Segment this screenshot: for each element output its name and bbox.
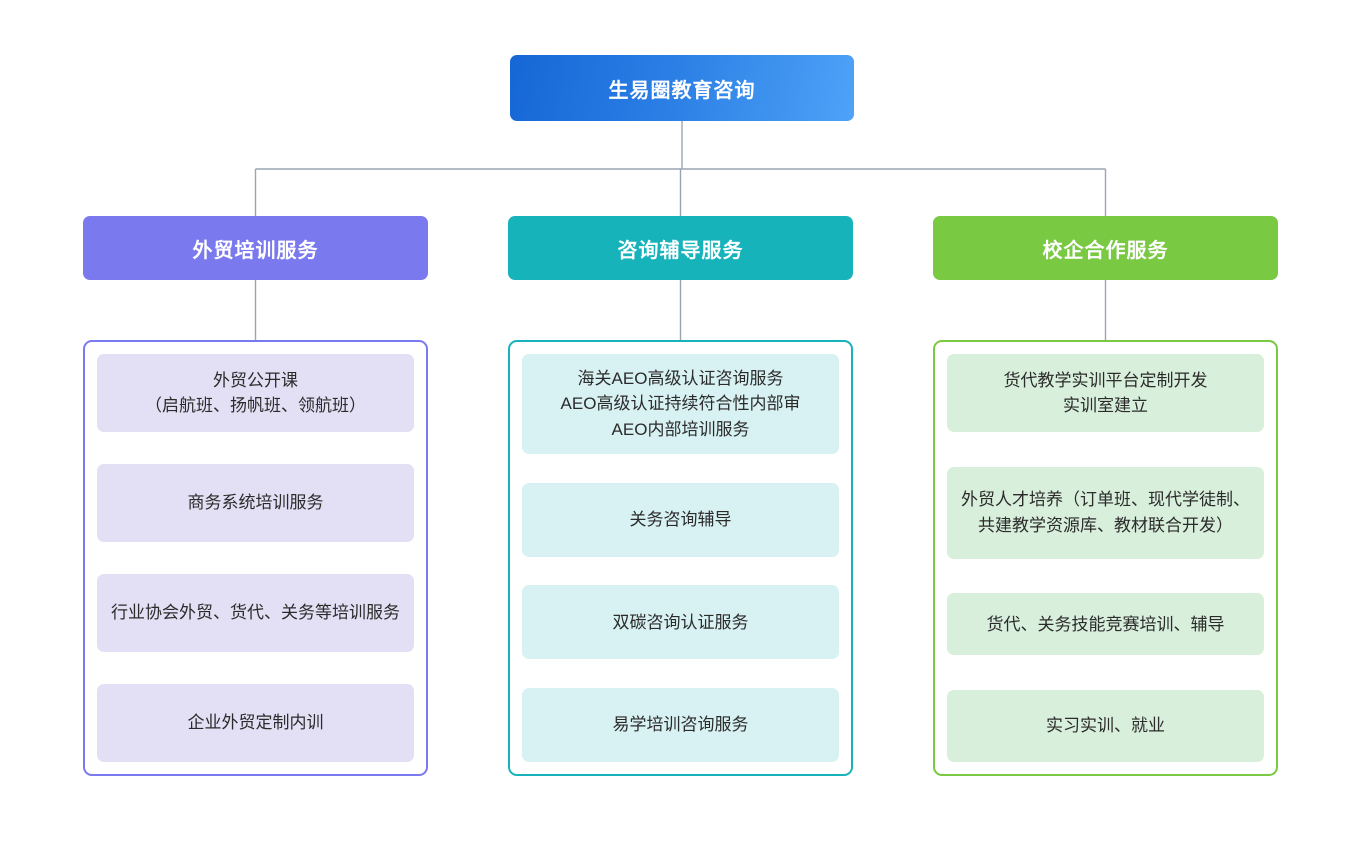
leaf-card[interactable]: 易学培训咨询服务 [522,687,839,762]
leaf-card[interactable]: 商务系统培训服务 [97,464,414,542]
leaf-card[interactable]: 企业外贸定制内训 [97,684,414,762]
branch-box-zixun-fudao: 海关AEO高级认证咨询服务 AEO高级认证持续符合性内部审 AEO内部培训服务 … [508,340,853,776]
leaf-card[interactable]: 实习实训、就业 [947,689,1264,762]
branch-box-xiaoqi-hezuo: 货代教学实训平台定制开发 实训室建立 外贸人才培养（订单班、现代学徒制、共建教学… [933,340,1278,776]
branch-header-zixun-fudao[interactable]: 咨询辅导服务 [508,216,853,280]
branch-header-waimao-peixun[interactable]: 外贸培训服务 [83,216,428,280]
leaf-card[interactable]: 外贸公开课 （启航班、扬帆班、领航班） [97,354,414,432]
leaf-card[interactable]: 货代教学实训平台定制开发 实训室建立 [947,354,1264,432]
branch-header-xiaoqi-hezuo[interactable]: 校企合作服务 [933,216,1278,280]
root-node[interactable]: 生易圈教育咨询 [510,55,854,121]
leaf-card[interactable]: 双碳咨询认证服务 [522,585,839,660]
leaf-card[interactable]: 货代、关务技能竞赛培训、辅导 [947,593,1264,656]
branch-box-waimao-peixun: 外贸公开课 （启航班、扬帆班、领航班） 商务系统培训服务 行业协会外贸、货代、关… [83,340,428,776]
leaf-card[interactable]: 关务咨询辅导 [522,482,839,557]
leaf-card[interactable]: 海关AEO高级认证咨询服务 AEO高级认证持续符合性内部审 AEO内部培训服务 [522,354,839,454]
leaf-card[interactable]: 外贸人才培养（订单班、现代学徒制、共建教学资源库、教材联合开发） [947,466,1264,559]
leaf-card[interactable]: 行业协会外贸、货代、关务等培训服务 [97,574,414,652]
